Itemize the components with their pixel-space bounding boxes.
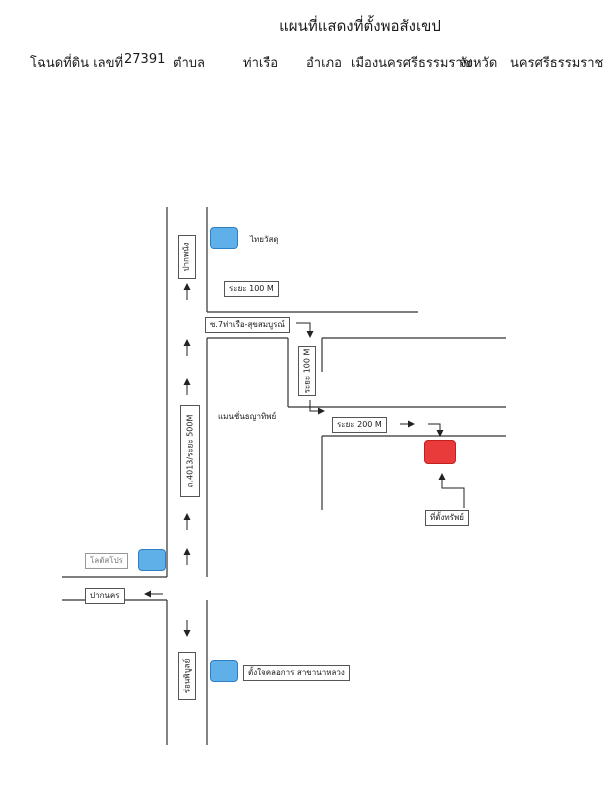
district-value: เมืองนครศรีธรรมราช [351, 56, 472, 71]
arrow-soi-turn [296, 322, 314, 338]
map-title: แผนที่แสดงที่ตั้งพอสังเขป [279, 17, 441, 35]
label-bank-branch: ตั้งใจคลอการ สาขานาหลวง [243, 665, 350, 681]
landmark-lotus [138, 549, 166, 571]
arrow-turn-200 [309, 400, 325, 415]
province-label: จังหวัด [459, 56, 498, 71]
province-value: นครศรีธรรมราช [510, 56, 604, 71]
label-road-4013: ถ.4013/ระยะ 500M [180, 405, 200, 497]
label-village: แมนชั่นธญาทิพย์ [218, 412, 277, 421]
landmark-bank [210, 660, 238, 682]
label-lotus: โลตัสโปร [85, 553, 128, 569]
label-ronphibun: ร่อนพิบูลย์ [178, 652, 196, 700]
label-distance-100-top: ระยะ 100 M [224, 281, 279, 297]
deed-number: 27391 [124, 52, 166, 67]
subdistrict-label: ตำบล [173, 56, 205, 71]
district-label: อำเภอ [306, 56, 342, 71]
arrow-to-property [428, 423, 444, 437]
label-property: ที่ตั้งทรัพย์ [425, 510, 469, 526]
label-paknakhon: ปากนคร [85, 588, 125, 604]
landmark-thaiwatsadu [210, 227, 238, 249]
label-soi-7: ซ.7ท่าเรือ-สุขสมบูรณ์ [205, 317, 290, 333]
deed-label: โฉนดที่ดิน เลขที่ [30, 56, 124, 71]
label-distance-200: ระยะ 200 M [332, 417, 387, 433]
property-marker [424, 440, 456, 464]
subdistrict-value: ท่าเรือ [243, 56, 279, 71]
label-distance-100-vertical: ระยะ 100 M [298, 346, 316, 396]
label-pakphun: ปากพนัง [178, 235, 196, 279]
label-thaiwatsadu: ไทยวัสดุ [250, 235, 279, 244]
arrow-up-to-property [438, 473, 465, 508]
